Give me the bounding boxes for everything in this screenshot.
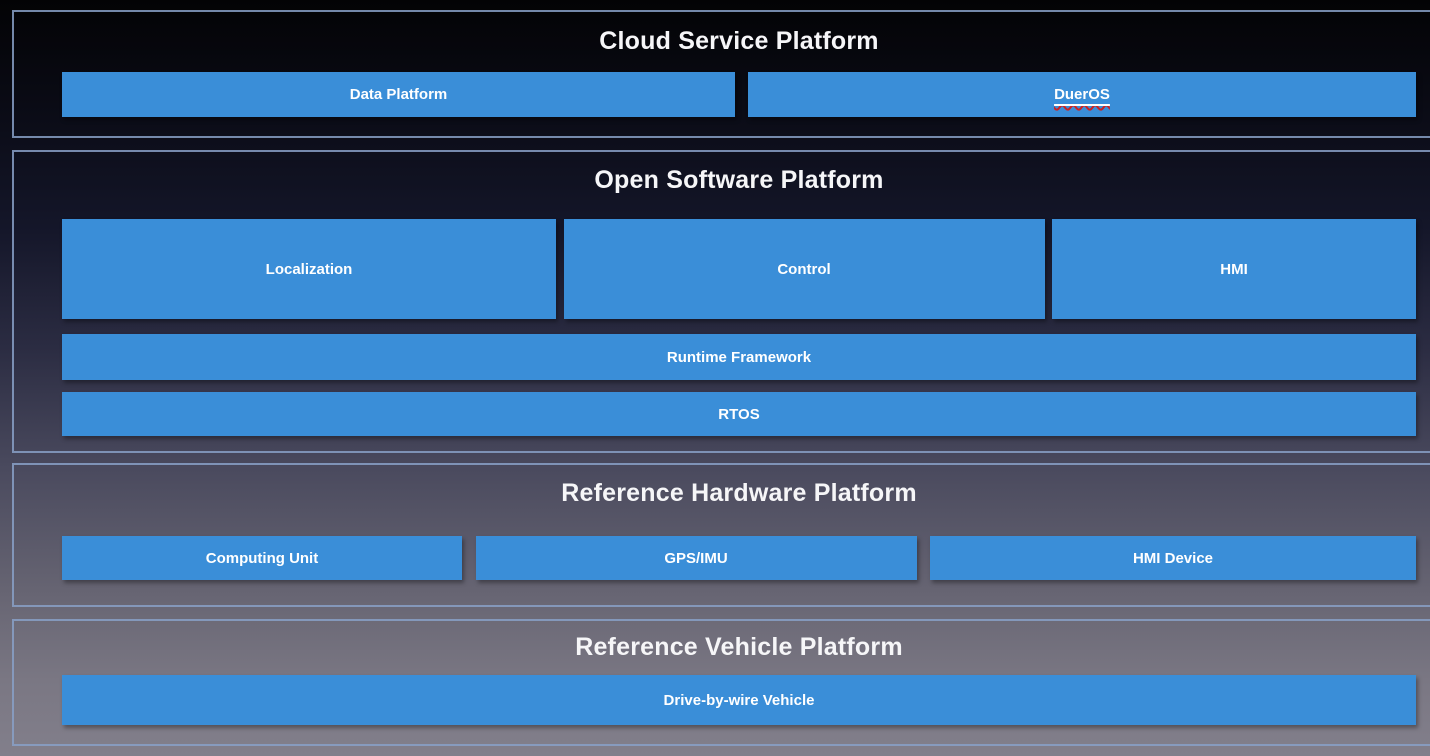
hardware-boxes-row: Computing Unit GPS/IMU HMI Device — [62, 536, 1416, 580]
box-control: Control — [563, 219, 1045, 319]
box-rtos: RTOS — [62, 392, 1416, 436]
dueros-spellcheck-squiggle: DuerOS — [1054, 86, 1110, 103]
box-data-platform-label: Data Platform — [349, 86, 448, 103]
box-hmi: HMI — [1052, 219, 1416, 319]
section-reference-hardware-platform: Reference Hardware Platform Computing Un… — [12, 463, 1430, 607]
box-dueros: DuerOS — [748, 72, 1416, 117]
cloud-boxes-row: Data Platform DuerOS — [62, 72, 1416, 117]
section-reference-vehicle-platform: Reference Vehicle Platform Drive-by-wire… — [12, 619, 1430, 746]
box-computing-unit-label: Computing Unit — [205, 549, 319, 567]
box-control-label: Control — [777, 260, 831, 278]
section-title-reference-vehicle-platform: Reference Vehicle Platform — [575, 633, 903, 661]
box-rtos-label: RTOS — [718, 405, 760, 423]
box-hmi-device: HMI Device — [930, 536, 1416, 580]
box-data-platform: Data Platform — [62, 72, 735, 117]
box-runtime-framework: Runtime Framework — [62, 334, 1416, 380]
section-cloud-service-platform: Cloud Service Platform Data Platform Due… — [12, 10, 1430, 138]
box-drive-by-wire-vehicle-label: Drive-by-wire Vehicle — [663, 691, 815, 709]
section-title-reference-hardware-platform: Reference Hardware Platform — [561, 479, 917, 507]
box-localization-label: Localization — [265, 260, 353, 278]
box-gps-imu: GPS/IMU — [475, 536, 917, 580]
section-open-software-platform: Open Software Platform Localization Cont… — [12, 150, 1430, 453]
box-computing-unit: Computing Unit — [62, 536, 462, 580]
box-dueros-label: DuerOS — [1054, 86, 1110, 103]
software-modules-row: Localization Control HMI — [62, 219, 1416, 319]
box-localization: Localization — [62, 219, 556, 319]
box-hmi-device-label: HMI Device — [1132, 549, 1214, 567]
section-title-open-software-platform: Open Software Platform — [594, 166, 884, 194]
box-gps-imu-label: GPS/IMU — [664, 549, 728, 567]
section-title-cloud-service-platform: Cloud Service Platform — [599, 27, 879, 55]
box-hmi-label: HMI — [1220, 260, 1248, 278]
box-runtime-framework-label: Runtime Framework — [666, 348, 812, 366]
box-drive-by-wire-vehicle: Drive-by-wire Vehicle — [62, 675, 1416, 725]
